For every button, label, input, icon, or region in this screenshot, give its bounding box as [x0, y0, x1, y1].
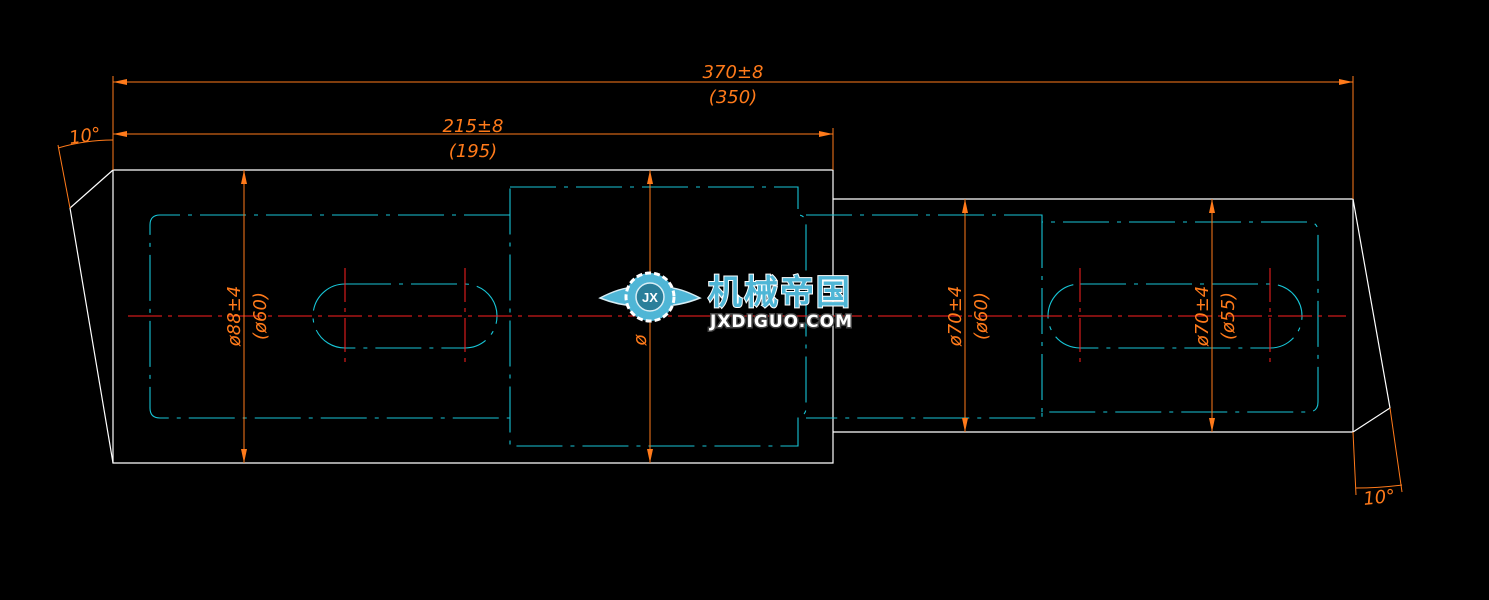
angle-right-label: 10° — [1362, 486, 1396, 510]
arrow-dia-left-b — [241, 449, 247, 463]
dim-left-ref: (195) — [449, 141, 497, 162]
gear-inner — [635, 282, 665, 312]
angle-left-ext — [57, 144, 71, 209]
dim-overall-label: 370±8 — [703, 62, 764, 83]
arrow-dia-midright-b — [962, 418, 968, 432]
arrow-left-l — [113, 131, 127, 137]
angle-right-ext1 — [1352, 431, 1357, 496]
dia-right-ref: (ø55) — [1218, 292, 1239, 340]
right-bore-hidden — [806, 214, 1319, 419]
arrow-dia-center-t — [647, 170, 653, 184]
dim-left-label: 215±8 — [443, 116, 504, 137]
dia-midright-label: ø70±4 — [945, 286, 966, 347]
arrow-dia-center-b — [647, 449, 653, 463]
dia-midright-ref: (ø60) — [971, 292, 992, 340]
arrow-dia-midright-t — [962, 199, 968, 213]
dia-right-label: ø70±4 — [1192, 286, 1213, 347]
arrow-dia-left-t — [241, 170, 247, 184]
right-block-outline — [833, 198, 1354, 433]
angle-right-arc — [1355, 484, 1403, 489]
center-lines — [128, 268, 1346, 364]
arrow-left-r — [819, 131, 833, 137]
arrow-dia-right-b — [1209, 418, 1215, 432]
center-chamber-hidden — [509, 186, 807, 447]
logo-name-cn: 机械帝国 — [708, 273, 852, 313]
logo-name-en: JXDIGUO.COM — [709, 312, 853, 332]
logo-badge: JX — [642, 290, 658, 305]
left-bore-hidden — [149, 214, 510, 419]
angle-left-arc — [57, 139, 114, 149]
dim-overall-ref: (350) — [709, 87, 757, 108]
arrow-overall-r — [1339, 79, 1353, 85]
dia-left-label: ø88±4 — [224, 286, 245, 347]
angle-right-ext2 — [1389, 407, 1403, 493]
arrow-overall-l — [113, 79, 127, 85]
dimension-arrows — [113, 79, 1353, 463]
dia-center-partial: ø — [630, 334, 651, 347]
angle-left-label: 10° — [68, 124, 103, 149]
left-block-outline — [112, 169, 834, 464]
arrow-dia-right-t — [1209, 199, 1215, 213]
watermark-logo: JX 机械帝国 JXDIGUO.COM — [598, 271, 854, 334]
dia-left-ref: (ø60) — [250, 292, 271, 340]
